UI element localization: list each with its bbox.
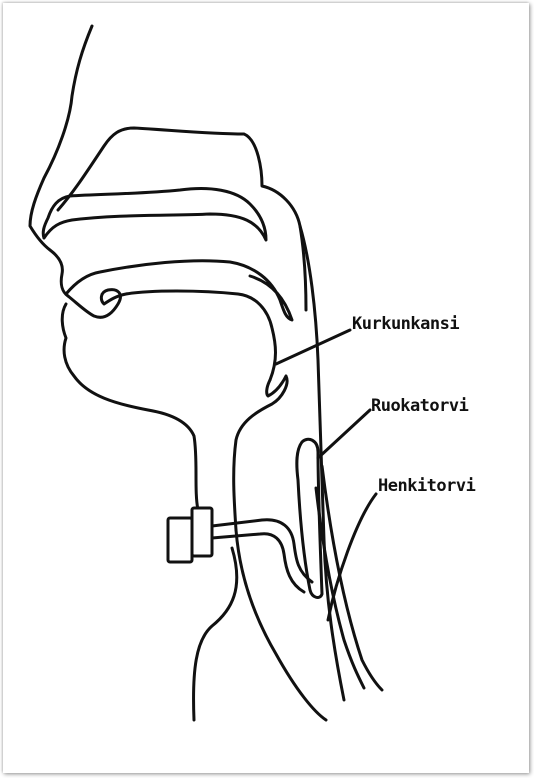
larynx-inner [236, 530, 326, 720]
label-trachea: Henkitorvi [378, 476, 475, 496]
tube-flange [192, 508, 212, 556]
tracheostomy-tube [212, 520, 312, 592]
trachea-wall [297, 439, 322, 597]
face-profile-outline [30, 26, 92, 296]
label-epiglottis: Kurkunkansi [352, 314, 459, 334]
label-esophagus: Ruokatorvi [371, 396, 468, 416]
chin-neck-outline [62, 304, 198, 510]
leader-line-epiglottis [276, 330, 350, 364]
epiglottis-shape [234, 376, 287, 530]
tube-connector [168, 518, 192, 562]
tongue-outline [68, 290, 276, 380]
nasal-cavity [43, 189, 266, 240]
leader-line-esophagus [318, 410, 370, 458]
neck-front-lower [194, 548, 237, 720]
